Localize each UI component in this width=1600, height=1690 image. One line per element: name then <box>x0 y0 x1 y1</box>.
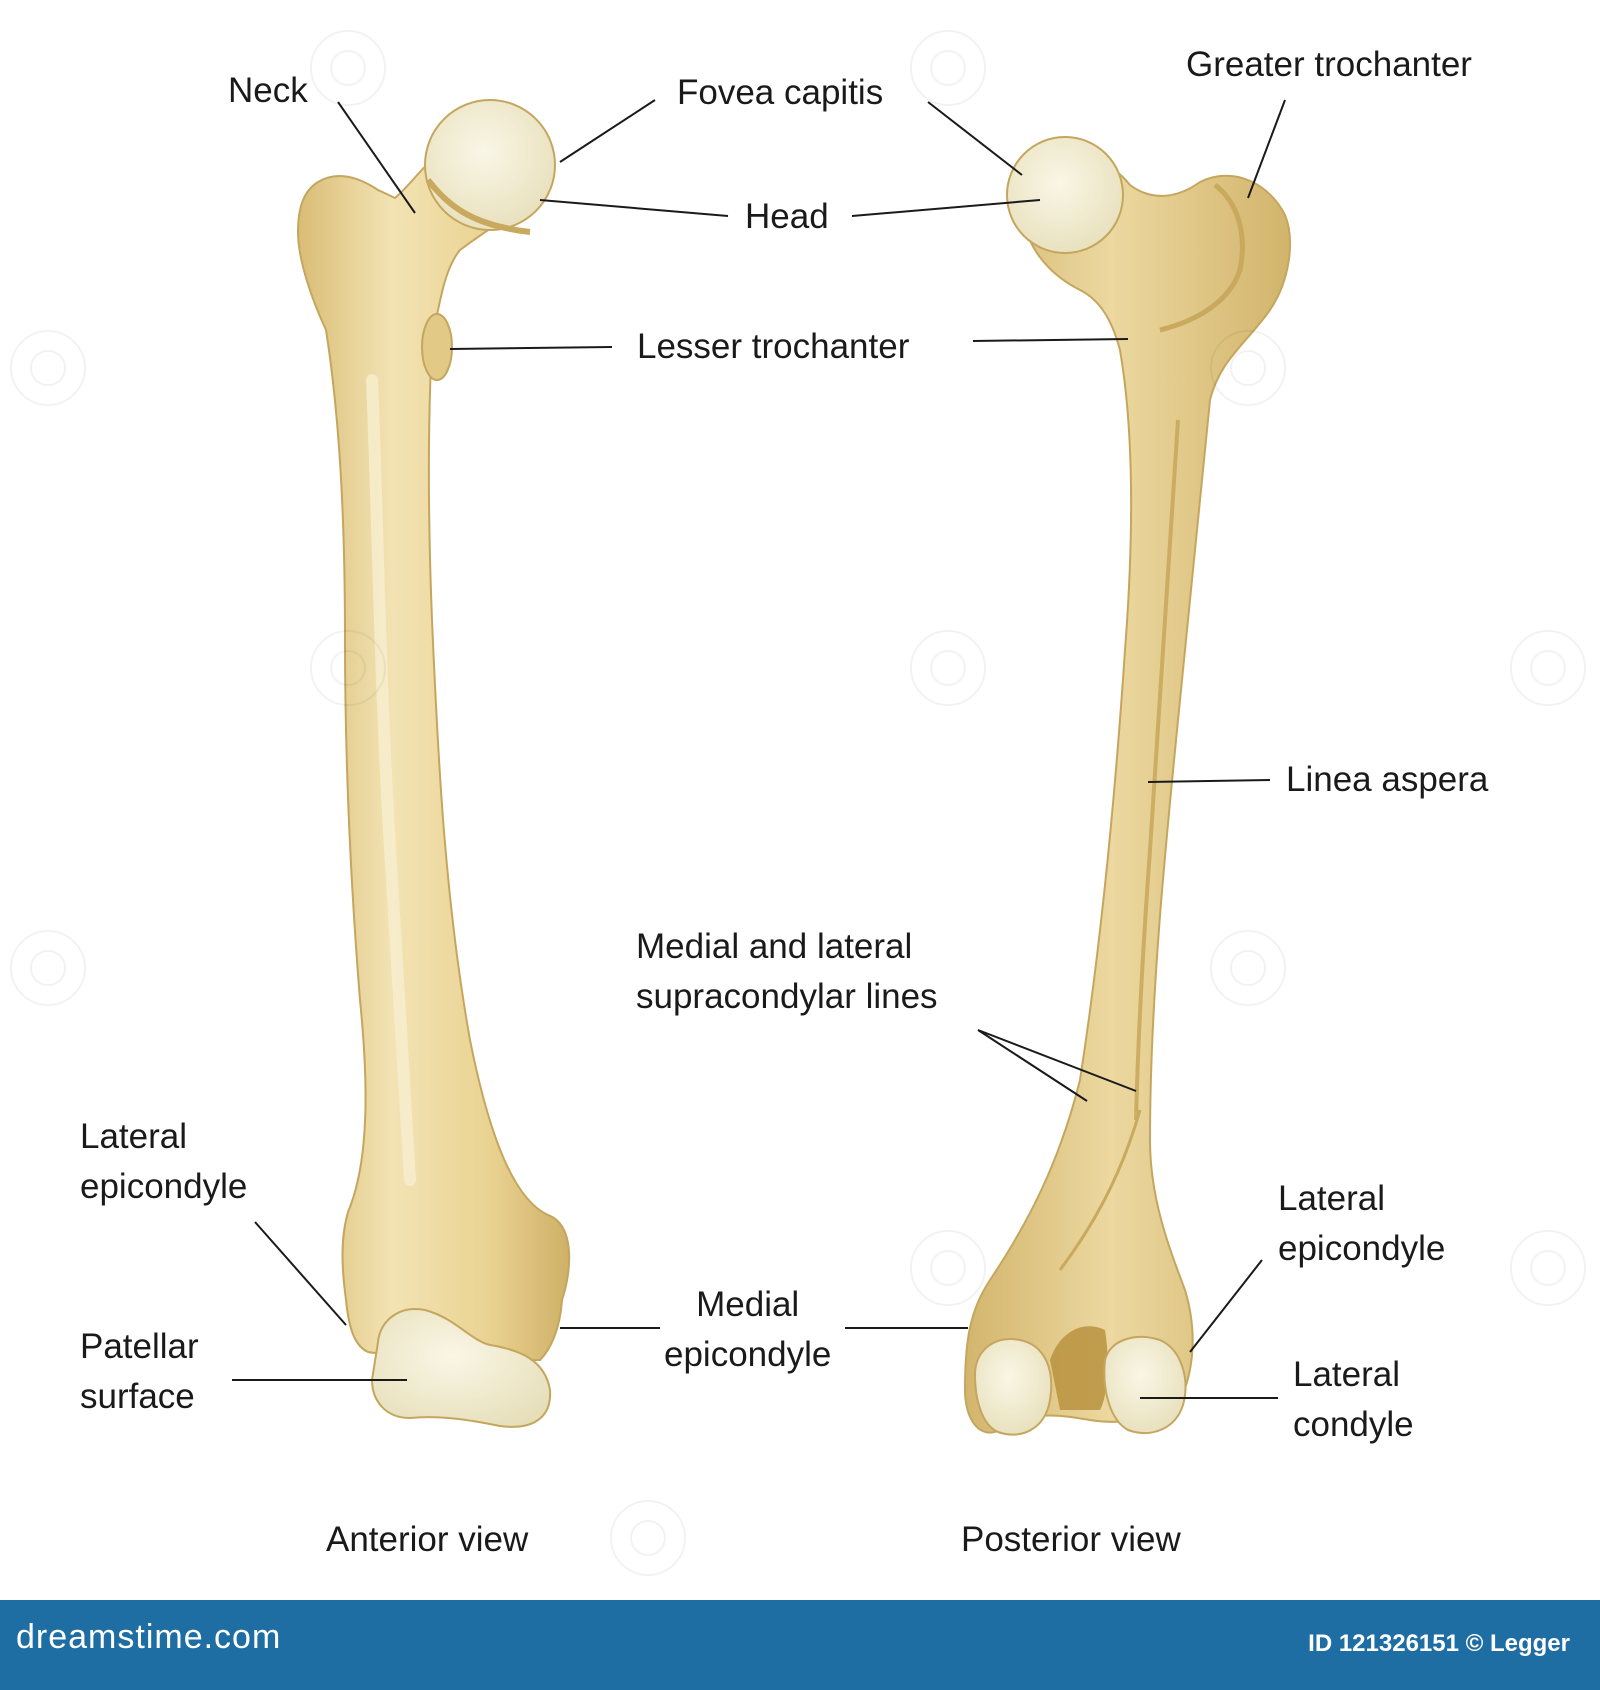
leader-supracondylar-2 <box>977 1029 1137 1092</box>
femur-diagram: Neck Fovea capitis Greater trochanter He… <box>10 30 1586 1576</box>
label-lateral-epicondyle-posterior: Lateral epicondyle <box>1278 1174 1445 1274</box>
anterior-femur-illustration <box>296 99 571 1428</box>
anterior-shaft-highlight <box>366 374 416 1186</box>
caption-anterior-view: Anterior view <box>326 1520 529 1559</box>
anterior-patellar-surface-shape <box>370 1308 552 1428</box>
label-lateral-epicondyle-posterior-line1: Lateral <box>1278 1179 1386 1218</box>
label-lateral-epicondyle-posterior-line2: epicondyle <box>1278 1229 1446 1268</box>
label-medial-epicondyle-line1: Medial <box>696 1285 800 1324</box>
label-patellar-surface-line1: Patellar <box>80 1327 199 1366</box>
leader-linea-aspera <box>1147 779 1271 783</box>
label-lateral-epicondyle-anterior-line1: Lateral <box>80 1117 188 1156</box>
label-supracondylar-line1: Medial and lateral <box>636 927 913 966</box>
leader-supracondylar-1 <box>977 1029 1088 1102</box>
label-lesser-trochanter: Lesser trochanter <box>637 327 910 366</box>
label-neck: Neck <box>228 71 308 110</box>
label-supracondylar-line2: supracondylar lines <box>636 977 938 1016</box>
posterior-femur-illustration <box>963 136 1291 1436</box>
leader-fovea-capitis-posterior <box>927 101 1023 176</box>
label-fovea-capitis: Fovea capitis <box>677 73 884 112</box>
label-linea-aspera: Linea aspera <box>1286 760 1489 799</box>
posterior-greater-trochanter-ridge <box>1159 183 1245 333</box>
anterior-femoral-head-shape <box>424 99 556 231</box>
label-medial-epicondyle: Medial epicondyle <box>664 1280 831 1380</box>
label-lateral-condyle-line2: condyle <box>1293 1405 1414 1444</box>
leader-lines <box>232 99 1286 1399</box>
posterior-femoral-head-shape <box>1006 136 1124 254</box>
label-medial-epicondyle-line2: epicondyle <box>664 1335 832 1374</box>
leader-lateral-epicondyle-anterior <box>254 1221 347 1326</box>
label-patellar-surface-line2: surface <box>80 1377 195 1416</box>
anterior-neck-shadow <box>425 178 531 235</box>
leader-lateral-epicondyle-posterior <box>1189 1259 1263 1353</box>
label-lateral-condyle-line1: Lateral <box>1293 1355 1401 1394</box>
posterior-supracondylar-line <box>1058 1109 1142 1271</box>
posterior-medial-condyle-shape <box>973 1338 1053 1436</box>
leader-fovea-capitis-anterior <box>559 99 656 163</box>
caption-posterior-view: Posterior view <box>961 1520 1181 1559</box>
leader-neck <box>337 101 416 214</box>
posterior-femur-body <box>963 158 1291 1434</box>
footer-logo: dreamstime.com <box>16 1618 282 1656</box>
posterior-intercondylar-notch <box>1050 1326 1108 1410</box>
leader-head-posterior <box>851 199 1041 217</box>
label-lateral-condyle: Lateral condyle <box>1293 1350 1414 1450</box>
footer-image-id: ID 121326151 © Legger <box>1308 1630 1570 1657</box>
label-greater-trochanter: Greater trochanter <box>1186 45 1472 84</box>
anterior-lesser-trochanter-shape <box>421 313 453 381</box>
posterior-lateral-condyle-shape <box>1103 1335 1187 1434</box>
leader-lesser-trochanter-posterior <box>972 338 1129 342</box>
leader-head-anterior <box>539 199 729 217</box>
anterior-femur-body <box>296 158 571 1364</box>
diagram-svg <box>232 99 1291 1436</box>
label-patellar-surface: Patellar surface <box>80 1322 199 1422</box>
label-head: Head <box>745 197 829 236</box>
posterior-linea-aspera-line <box>1134 419 1180 1121</box>
label-lateral-epicondyle-anterior: Lateral epicondyle <box>80 1112 247 1212</box>
label-lateral-epicondyle-anterior-line2: epicondyle <box>80 1167 248 1206</box>
footer-bar: dreamstime.com ID 121326151 © Legger <box>0 1600 1600 1690</box>
leader-greater-trochanter <box>1247 99 1286 199</box>
leader-lesser-trochanter-anterior <box>449 346 613 350</box>
label-supracondylar-lines: Medial and lateral supracondylar lines <box>636 922 938 1022</box>
